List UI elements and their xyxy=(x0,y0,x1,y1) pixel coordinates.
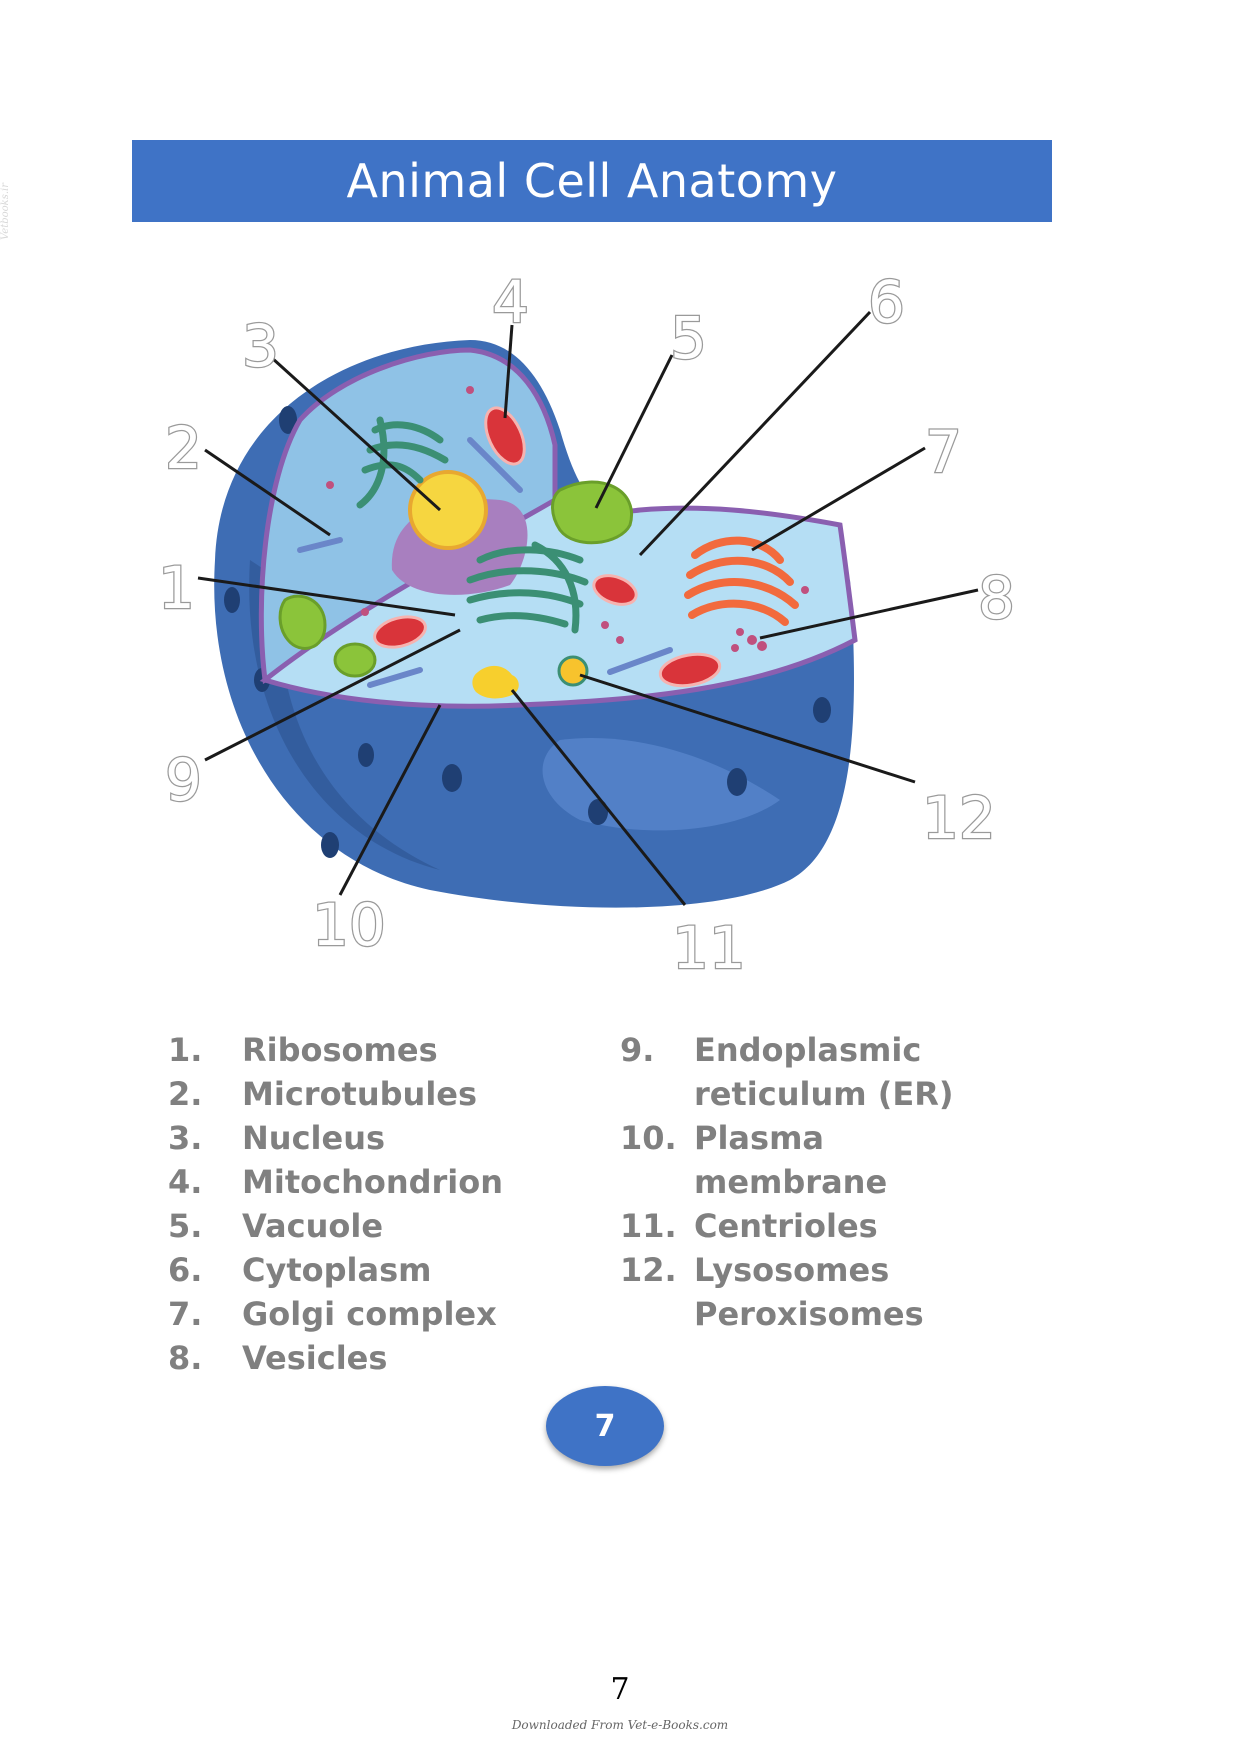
lysosome xyxy=(557,655,589,687)
legend-number: 10. xyxy=(620,1119,677,1157)
cell-diagram: 1 2 3 4 5 6 7 8 9 10 11 12 xyxy=(157,267,1016,984)
title-banner: Animal Cell Anatomy xyxy=(132,140,1052,222)
diagram-number-labels: 1 2 3 4 5 6 7 8 9 10 11 12 xyxy=(157,267,1016,984)
legend-name: Golgi complex xyxy=(242,1295,497,1333)
legend-name: Ribosomes xyxy=(242,1031,438,1069)
legend-item: 1. Ribosomes xyxy=(168,1028,572,1072)
legend-number: 1. xyxy=(168,1031,203,1069)
diagram-label-7: 7 xyxy=(925,418,962,486)
legend-number: 4. xyxy=(168,1163,203,1201)
legend-number: 8. xyxy=(168,1339,203,1377)
legend-name: Vacuole xyxy=(242,1207,384,1245)
page-title: Animal Cell Anatomy xyxy=(346,154,838,208)
legend-item: 3. Nucleus xyxy=(168,1116,572,1160)
legend-name: Lysosomes Peroxisomes xyxy=(694,1251,924,1333)
diagram-label-11: 11 xyxy=(672,914,746,982)
legend-number: 11. xyxy=(620,1207,677,1245)
legend-name: Microtubules xyxy=(242,1075,478,1113)
leader-lines xyxy=(197,310,979,906)
legend-item: 10. Plasma membrane xyxy=(620,1116,994,1204)
legend-name: Plasma membrane xyxy=(694,1119,888,1201)
legend-item: 6. Cytoplasm xyxy=(168,1248,572,1292)
diagram-label-4: 4 xyxy=(492,268,529,336)
legend-number: 6. xyxy=(168,1251,203,1289)
mitochondria xyxy=(373,406,722,688)
diagram-label-3: 3 xyxy=(242,312,279,380)
diagram-label-8: 8 xyxy=(978,564,1015,632)
legend-name: Nucleus xyxy=(242,1119,386,1157)
page-number: 7 xyxy=(610,1672,630,1707)
legend-name: Cytoplasm xyxy=(242,1251,432,1289)
legend-item: 4. Mitochondrion xyxy=(168,1160,572,1204)
legend-number: 12. xyxy=(620,1251,677,1289)
legend-item: 7. Golgi complex xyxy=(168,1292,572,1336)
er-network xyxy=(356,416,589,634)
legend-item: 9. Endoplasmic reticulum (ER) xyxy=(620,1028,994,1116)
diagram-label-6: 6 xyxy=(868,268,905,336)
microtubules xyxy=(297,437,673,688)
legend-name: Endoplasmic reticulum (ER) xyxy=(694,1031,954,1113)
diagram-label-2: 2 xyxy=(165,414,202,482)
legend-right-column: 9. Endoplasmic reticulum (ER) 10. Plasma… xyxy=(620,1028,994,1336)
legend-number: 9. xyxy=(620,1031,655,1069)
centrioles xyxy=(472,665,519,699)
legend-item: 8. Vesicles xyxy=(168,1336,572,1380)
legend-left-column: 1. Ribosomes 2. Microtubules 3. Nucleus … xyxy=(168,1028,572,1380)
legend-name: Centrioles xyxy=(694,1207,878,1245)
diagram-label-10: 10 xyxy=(312,891,386,959)
page-badge: 7 xyxy=(546,1386,664,1466)
legend-number: 7. xyxy=(168,1295,203,1333)
legend-name: Vesicles xyxy=(242,1339,388,1377)
legend-name: Mitochondrion xyxy=(242,1163,504,1201)
diagram-label-9: 9 xyxy=(165,746,202,814)
legend-item: 11. Centrioles xyxy=(620,1204,994,1248)
legend-number: 2. xyxy=(168,1075,203,1113)
legend-number: 3. xyxy=(168,1119,203,1157)
legend-item: 5. Vacuole xyxy=(168,1204,572,1248)
diagram-label-1: 1 xyxy=(158,554,195,622)
diagram-label-5: 5 xyxy=(670,304,707,372)
legend-number: 5. xyxy=(168,1207,203,1245)
vacuoles xyxy=(278,480,633,678)
legend-item: 12. Lysosomes Peroxisomes xyxy=(620,1248,994,1336)
diagram-label-12: 12 xyxy=(922,784,996,852)
vesicles xyxy=(326,386,809,652)
footer-source-note: Downloaded From Vet-e-Books.com xyxy=(511,1718,729,1732)
legend-item: 2. Microtubules xyxy=(168,1072,572,1116)
golgi-complex xyxy=(684,536,799,626)
